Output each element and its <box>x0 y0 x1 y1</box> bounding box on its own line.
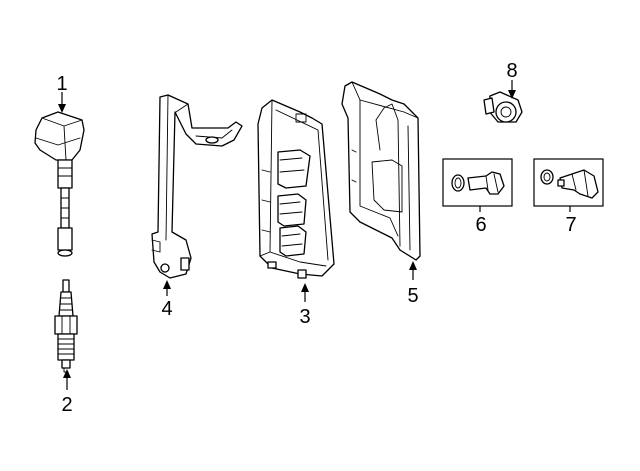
ecu-bracket <box>151 94 243 279</box>
callout-3: 3 <box>299 306 310 328</box>
sensor-kit-box-6 <box>442 158 513 207</box>
leader-lines <box>58 80 571 390</box>
callout-6: 6 <box>475 214 486 236</box>
callout-7: 7 <box>565 214 576 236</box>
ecu-cover <box>341 81 421 261</box>
callout-5: 5 <box>407 285 418 307</box>
callout-2: 2 <box>61 394 72 416</box>
spark-plug <box>54 279 78 373</box>
callout-8: 8 <box>506 60 517 82</box>
callout-1: 1 <box>56 73 67 95</box>
callout-4: 4 <box>161 298 172 320</box>
ignition-coil <box>34 111 85 257</box>
sensor-part-8 <box>483 91 523 123</box>
sensor-kit-box-7 <box>533 158 604 207</box>
engine-control-module <box>257 99 335 279</box>
